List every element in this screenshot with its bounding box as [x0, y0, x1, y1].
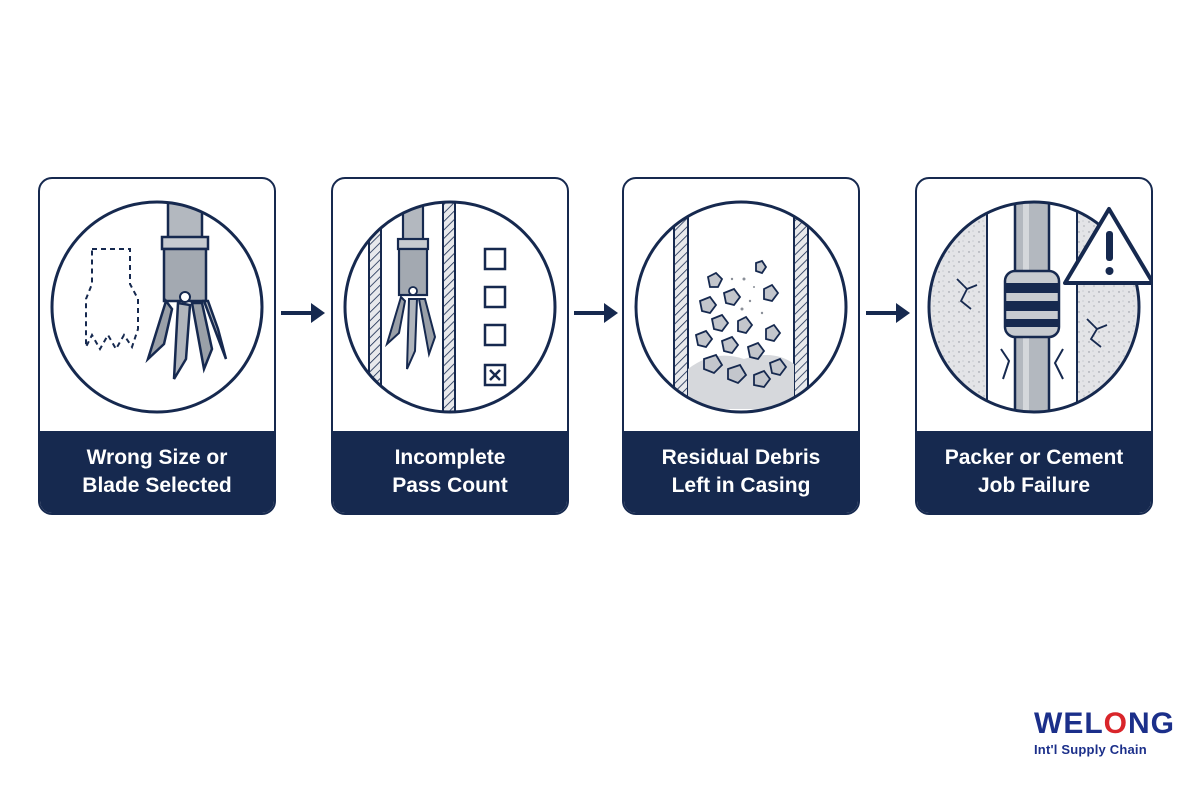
arrow-right-icon: [281, 303, 325, 323]
step-label-line2: Left in Casing: [671, 474, 811, 497]
step-label-line1: Residual Debris: [661, 446, 821, 469]
arrow-right-icon: [574, 303, 618, 323]
mill-blade-icon: [50, 200, 264, 414]
step-label: Incomplete Pass Count: [333, 431, 567, 513]
step-label-line1: Wrong Size or: [86, 446, 228, 469]
step-label-line1: Packer or Cement: [944, 446, 1124, 469]
step-label: Residual Debris Left in Casing: [624, 431, 858, 513]
debris-casing-icon: [634, 200, 848, 414]
step-label: Wrong Size or Blade Selected: [40, 431, 274, 513]
warning-icon: [1063, 207, 1151, 285]
brand-name-part2: O: [1103, 707, 1128, 740]
brand-tagline: Int'l Supply Chain: [1034, 742, 1147, 757]
arrow-right-icon: [866, 303, 910, 323]
step-label-line2: Job Failure: [977, 474, 1091, 497]
brand-name-part3: NG: [1128, 707, 1175, 740]
brand-wordmark: WELONG: [1034, 708, 1184, 740]
brand-logo: WELONG Int'l Supply Chain: [1034, 708, 1184, 762]
step-label-line2: Blade Selected: [82, 474, 232, 497]
step-label: Packer or Cement Job Failure: [917, 431, 1151, 513]
step-card-pass-count: Incomplete Pass Count: [331, 177, 569, 515]
step-card-residual-debris: Residual Debris Left in Casing: [622, 177, 860, 515]
step-card-packer-failure: Packer or Cement Job Failure: [915, 177, 1153, 515]
checklist-pass-icon: [343, 200, 557, 414]
step-card-wrong-size: Wrong Size or Blade Selected: [38, 177, 276, 515]
step-label-line1: Incomplete: [394, 446, 506, 469]
step-label-line2: Pass Count: [392, 474, 508, 497]
packer-warning-icon: [927, 200, 1151, 414]
brand-name-part1: WEL: [1034, 707, 1104, 740]
